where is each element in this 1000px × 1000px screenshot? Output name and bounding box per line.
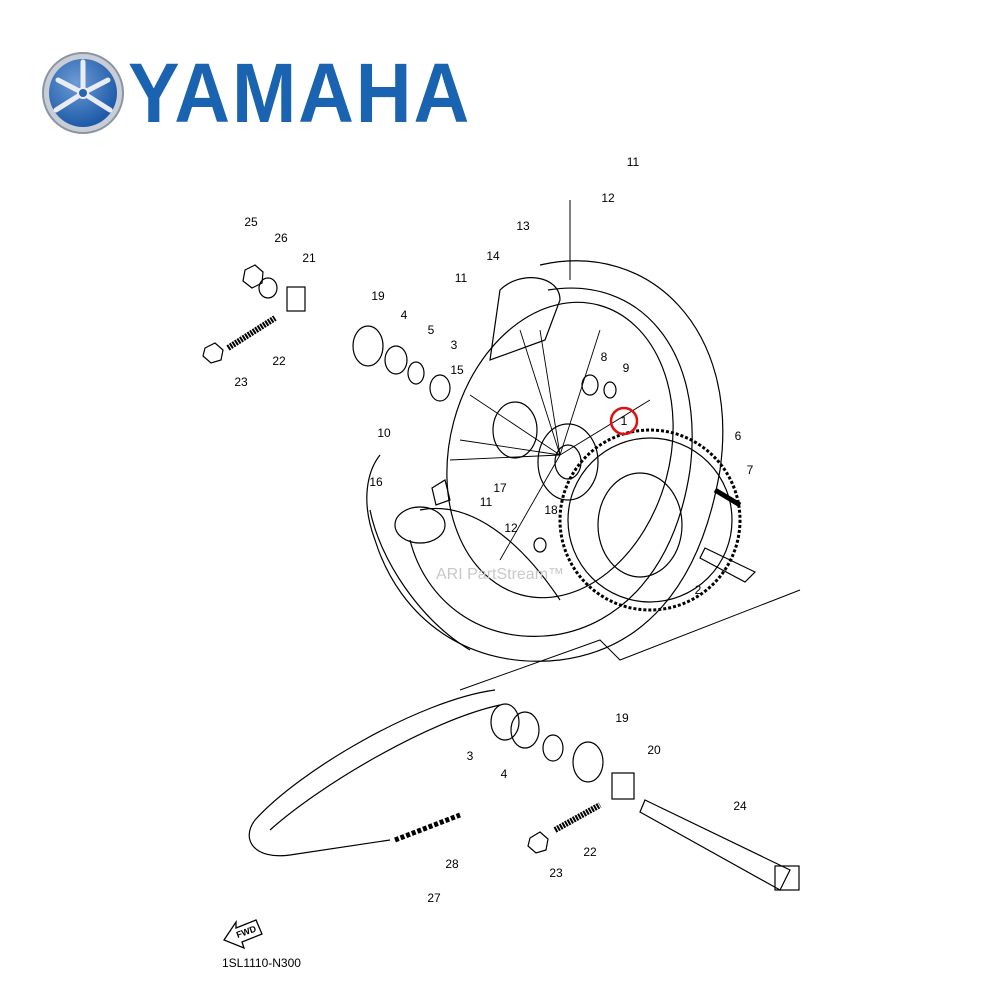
- callout-18[interactable]: 18: [544, 503, 558, 517]
- callout-4[interactable]: 4: [501, 767, 508, 781]
- brand-wordmark: YAMAHA: [128, 46, 472, 140]
- callout-13[interactable]: 13: [516, 219, 530, 233]
- callout-9[interactable]: 9: [623, 361, 630, 375]
- panel-outline: [459, 200, 801, 691]
- sprocket: [558, 428, 742, 612]
- tire: [366, 260, 724, 662]
- callout-27[interactable]: 27: [427, 891, 441, 905]
- tuning-fork-emblem-icon: [42, 52, 124, 134]
- callout-26[interactable]: 26: [274, 231, 288, 245]
- callout-20[interactable]: 20: [647, 743, 661, 757]
- callout-16[interactable]: 16: [369, 475, 383, 489]
- callout-10[interactable]: 10: [377, 426, 391, 440]
- callout-4[interactable]: 4: [401, 308, 408, 322]
- callout-19[interactable]: 19: [371, 289, 385, 303]
- callout-6[interactable]: 6: [735, 429, 742, 443]
- hub: [492, 401, 599, 501]
- watermark: ARI PartStream™: [436, 566, 565, 583]
- callout-11[interactable]: 11: [455, 271, 468, 285]
- callout-14[interactable]: 14: [486, 249, 500, 263]
- callout-8[interactable]: 8: [601, 350, 608, 364]
- callout-11[interactable]: 11: [480, 495, 493, 509]
- callout-22[interactable]: 22: [583, 845, 597, 859]
- callout-22[interactable]: 22: [272, 354, 286, 368]
- callout-5[interactable]: 5: [428, 323, 435, 337]
- callout-12[interactable]: 12: [504, 521, 518, 535]
- callout-3[interactable]: 3: [451, 338, 458, 352]
- callout-21[interactable]: 21: [302, 251, 316, 265]
- callout-1[interactable]: 1: [621, 414, 628, 428]
- callout-23[interactable]: 23: [549, 866, 563, 880]
- diagram-code: 1SL1110-N300: [222, 956, 301, 970]
- callout-2[interactable]: 2: [695, 583, 702, 597]
- axle-parts-lower: [248, 689, 800, 891]
- callout-15[interactable]: 15: [450, 363, 464, 377]
- highlight-circle: [609, 406, 639, 436]
- fwd-arrow: FWD: [223, 919, 263, 950]
- callout-17[interactable]: 17: [493, 481, 507, 495]
- callout-28[interactable]: 28: [445, 857, 459, 871]
- callout-25[interactable]: 25: [244, 215, 258, 229]
- axle-parts-upper: [202, 264, 757, 583]
- callout-3[interactable]: 3: [467, 749, 474, 763]
- yamaha-logo: [38, 50, 428, 136]
- callout-7[interactable]: 7: [747, 463, 754, 477]
- callout-19[interactable]: 19: [615, 711, 629, 725]
- callout-11[interactable]: 11: [627, 155, 640, 169]
- spokes: [449, 329, 651, 561]
- callout-24[interactable]: 24: [733, 799, 747, 813]
- callout-12[interactable]: 12: [601, 191, 615, 205]
- callout-23[interactable]: 23: [234, 375, 248, 389]
